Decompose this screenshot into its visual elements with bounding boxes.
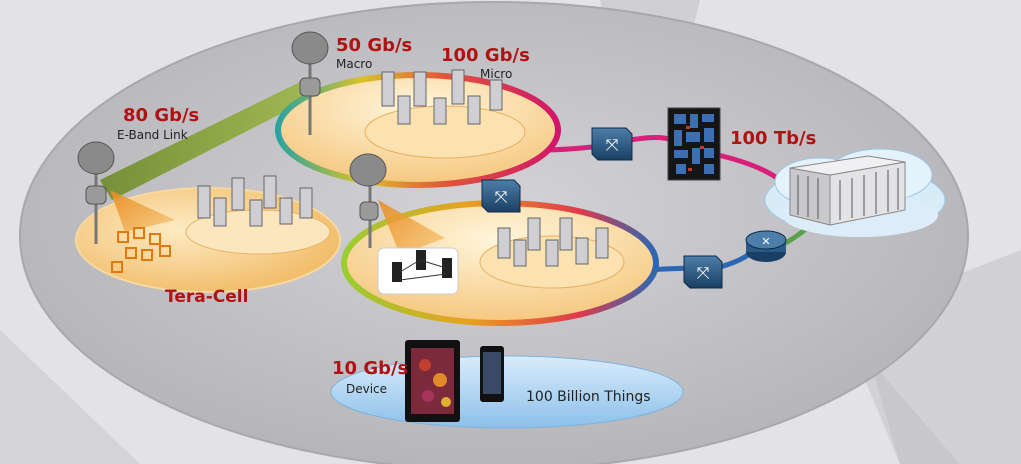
tablet-icon	[405, 340, 460, 422]
macro-rate-label: 50 Gb/s	[336, 35, 413, 56]
macro-antenna-icon	[291, 31, 329, 135]
svg-text:⤧: ⤧	[697, 263, 710, 282]
eband-rate-label: 80 Gb/s	[123, 105, 200, 126]
backbone-rate-label: 100 Tb/s	[730, 128, 817, 149]
router-icon: ✕	[745, 230, 787, 262]
micro-label: Micro	[480, 67, 513, 81]
micro-antenna-icon	[381, 69, 503, 125]
tera-cell-label: Tera-Cell	[165, 287, 249, 307]
switch-icon: ⤧	[591, 127, 633, 161]
things-label: 100 Billion Things	[526, 389, 651, 405]
micro-rate-label: 100 Gb/s	[441, 45, 530, 66]
micro-antenna-icon	[497, 217, 609, 267]
micro-cell-beam	[378, 200, 445, 255]
device-cluster	[377, 247, 459, 295]
tera-cell-beam	[110, 190, 175, 232]
chip-icon	[667, 107, 721, 181]
macro-antenna-icon	[349, 153, 387, 248]
macro-label: Macro	[336, 57, 373, 71]
iot-chip-icon	[111, 227, 171, 273]
eband-link-beam	[100, 82, 308, 200]
macro-antenna-icon	[77, 141, 115, 244]
switch-icon: ⤧	[481, 179, 521, 213]
switch-icon: ⤧	[683, 255, 723, 289]
svg-text:⤧: ⤧	[606, 135, 619, 154]
svg-text:⤧: ⤧	[495, 187, 508, 206]
server-icon	[789, 155, 906, 226]
device-rate-label: 10 Gb/s	[332, 358, 409, 379]
eband-label: E-Band Link	[117, 128, 188, 142]
micro-antenna-icon	[197, 175, 313, 227]
svg-text:✕: ✕	[761, 235, 770, 248]
phone-icon	[480, 346, 504, 402]
device-label: Device	[346, 382, 388, 396]
